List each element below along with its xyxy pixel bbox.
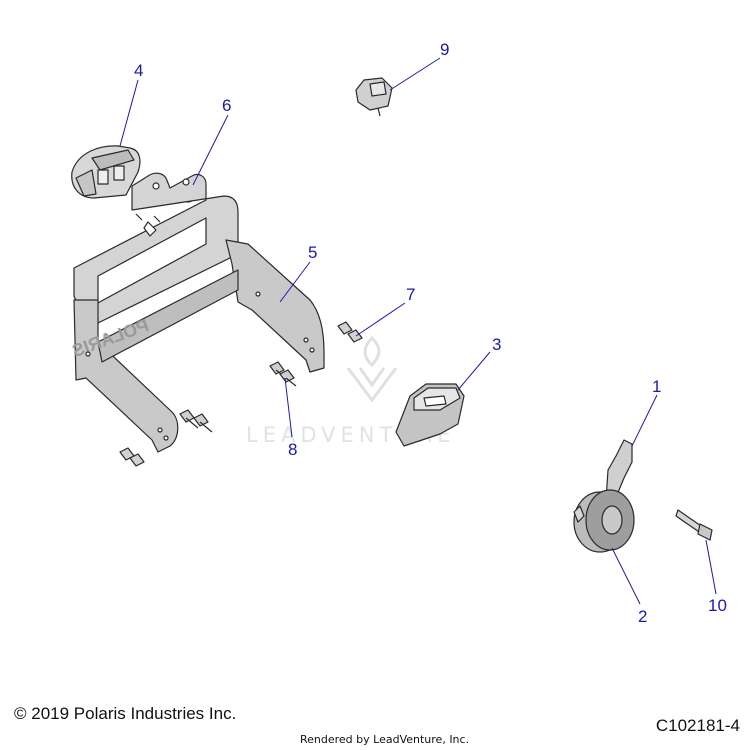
part-3-light-lens [395, 383, 465, 447]
callout-7: 7 [406, 285, 415, 304]
callout-6: 6 [222, 96, 231, 115]
callout-numbers: 1 2 3 4 5 6 7 8 9 10 [134, 40, 727, 626]
callout-5: 5 [308, 243, 317, 262]
part-9-connector [355, 77, 393, 117]
watermark-logo-icon [346, 335, 398, 403]
callout-9: 9 [440, 40, 449, 59]
part-4-light-housing [71, 145, 141, 199]
leader-lines [119, 57, 717, 605]
callout-4: 4 [134, 61, 143, 80]
bolt-d [193, 413, 213, 433]
part-5-bracket: POLARIS [69, 172, 325, 453]
callout-1: 1 [652, 377, 661, 396]
part-7-nuts [119, 321, 363, 467]
bolt-b [279, 369, 297, 387]
diagram-code: C102181-4 [655, 716, 740, 735]
rendered-by-text: Rendered by LeadVenture, Inc. [300, 733, 470, 746]
part-8-bolts [179, 361, 297, 433]
callout-2: 2 [638, 607, 647, 626]
callout-8: 8 [288, 440, 297, 459]
callout-3: 3 [492, 335, 501, 354]
part-10-bolt [675, 509, 713, 541]
copyright-text: © 2019 Polaris Industries Inc. [14, 704, 237, 723]
part-2-horn [573, 489, 635, 553]
callout-10: 10 [708, 596, 727, 615]
